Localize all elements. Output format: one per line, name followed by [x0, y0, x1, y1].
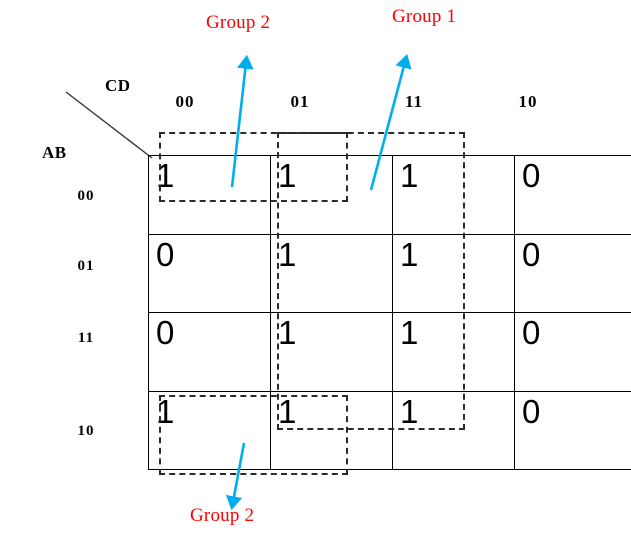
row-variable-label: AB	[42, 143, 67, 162]
table-row: 0 1 1 0	[148, 233, 631, 313]
column-header-00: 00	[175, 92, 195, 111]
column-header-10: 10	[518, 92, 538, 111]
kmap-cell-r1c3[interactable]: 0	[514, 233, 631, 313]
cell-value: 1	[278, 392, 297, 430]
row-header-10: 10	[77, 423, 95, 439]
cell-value: 0	[156, 314, 175, 351]
group-1-label: Group 1	[392, 6, 457, 27]
row-header-00: 00	[77, 188, 95, 204]
cell-value: 1	[278, 314, 297, 351]
kmap-cell-r1c2[interactable]: 1	[392, 233, 515, 313]
row-header-01: 01	[77, 258, 95, 274]
kmap-cell-r2c3[interactable]: 0	[514, 312, 631, 392]
kmap-cell-r0c2[interactable]: 1	[392, 155, 515, 235]
kmap-cell-r1c1[interactable]: 1	[270, 233, 393, 313]
table-row: 0 1 1 0	[148, 312, 631, 392]
cell-value: 1	[156, 157, 175, 194]
kmap-cell-r0c1[interactable]: 1	[270, 155, 393, 235]
cell-value: 1	[400, 157, 419, 194]
table-row: 1 1 1 0	[148, 390, 631, 470]
table-row: 1 1 1 0	[148, 155, 631, 235]
column-header-11: 11	[404, 92, 424, 111]
cell-value: 1	[400, 392, 419, 430]
group-2-top-label: Group 2	[206, 12, 271, 33]
cell-value: 1	[156, 392, 175, 430]
cell-value: 0	[522, 235, 541, 273]
cell-value: 0	[522, 392, 541, 430]
kmap-grid: 1 1 1 0 0 1 1 0 0 1 1 0 1 1 1 0	[148, 155, 631, 470]
cell-value: 1	[400, 235, 419, 273]
corner-divider-line	[65, 91, 153, 159]
kmap-cell-r0c0[interactable]: 1	[148, 155, 271, 235]
row-header-11: 11	[77, 330, 95, 346]
kmap-cell-r1c0[interactable]: 0	[148, 233, 271, 313]
kmap-cell-r3c2[interactable]: 1	[392, 390, 515, 470]
kmap-cell-r2c0[interactable]: 0	[148, 312, 271, 392]
cell-value: 0	[156, 235, 175, 273]
kmap-cell-r3c1[interactable]: 1	[270, 390, 393, 470]
kmap-cell-r3c0[interactable]: 1	[148, 390, 271, 470]
kmap-cell-r2c1[interactable]: 1	[270, 312, 393, 392]
cell-value: 1	[278, 157, 297, 194]
cell-value: 1	[278, 235, 297, 273]
cell-value: 1	[400, 314, 419, 351]
kmap-cell-r0c3[interactable]: 0	[514, 155, 631, 235]
column-variable-label: CD	[105, 76, 131, 95]
group-2-bottom-label: Group 2	[190, 505, 255, 526]
cell-value: 0	[522, 157, 541, 194]
column-header-01: 01	[290, 92, 310, 111]
kmap-cell-r2c2[interactable]: 1	[392, 312, 515, 392]
cell-value: 0	[522, 314, 541, 351]
kmap-cell-r3c3[interactable]: 0	[514, 390, 631, 470]
